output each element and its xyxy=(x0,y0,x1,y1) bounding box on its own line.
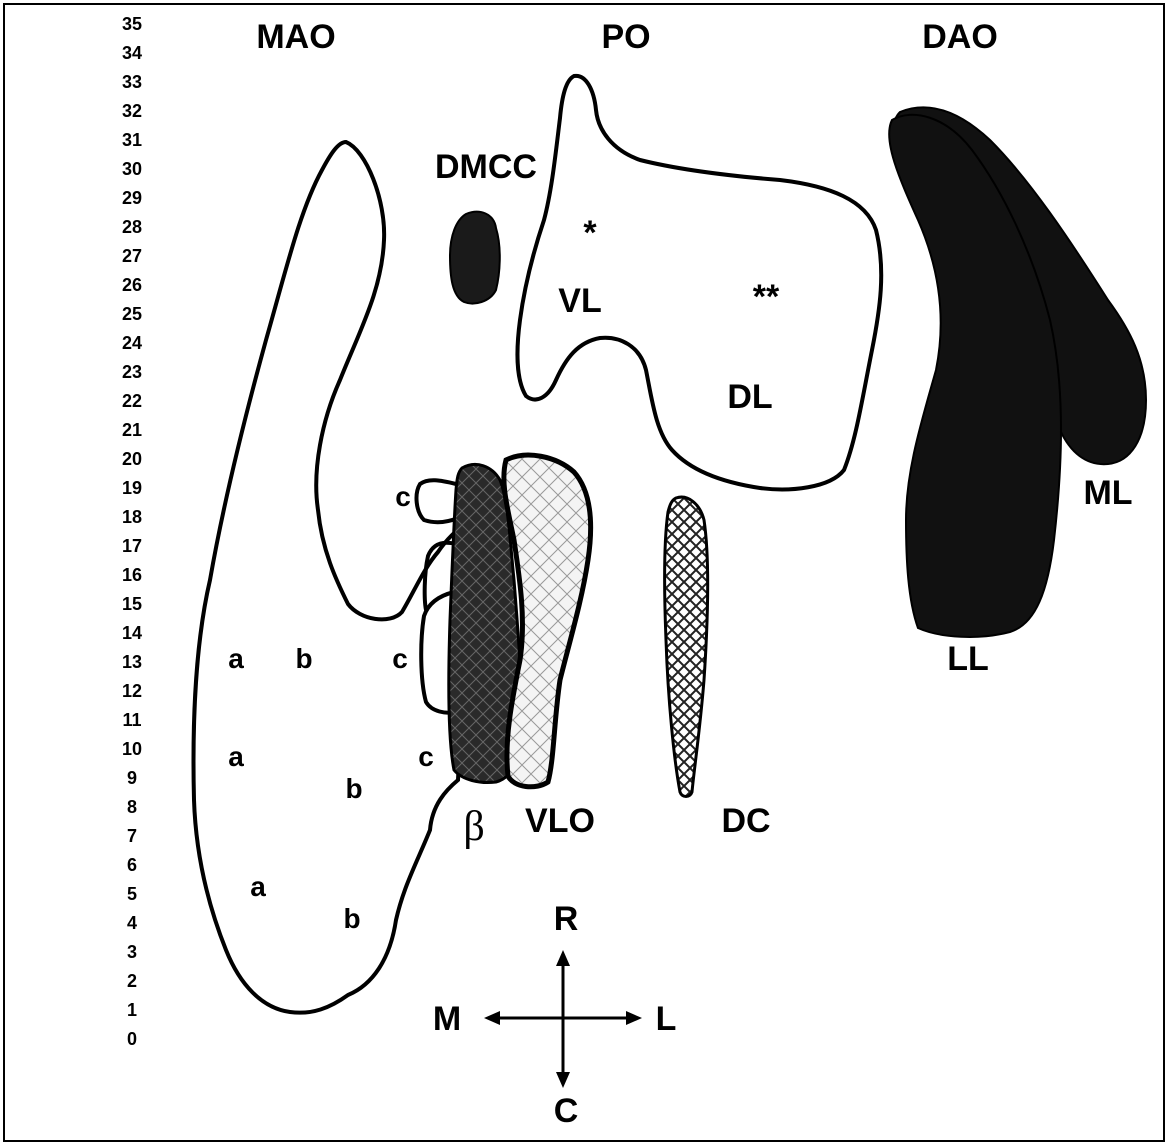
header-mao: MAO xyxy=(256,18,335,56)
scale-tick: 27 xyxy=(122,246,142,266)
scale-tick: 21 xyxy=(122,420,142,440)
sublabel-b: b xyxy=(295,643,312,674)
sublabel-a: a xyxy=(228,643,244,674)
arrow-left-icon xyxy=(484,1011,500,1025)
sublabel-c: c xyxy=(392,643,408,674)
scale-tick: 24 xyxy=(122,333,142,353)
sublabel-a: a xyxy=(228,741,244,772)
scale-tick: 31 xyxy=(122,130,142,150)
arrow-up-icon xyxy=(556,950,570,966)
scale-tick: 19 xyxy=(122,478,142,498)
scale-tick: 1 xyxy=(127,1000,137,1020)
scale-tick: 17 xyxy=(122,536,142,556)
dmcc-region xyxy=(450,212,500,304)
scale-tick: 9 xyxy=(127,768,137,788)
arrow-down-icon xyxy=(556,1072,570,1088)
sublabel-c: c xyxy=(395,481,411,512)
scale-tick: 6 xyxy=(127,855,137,875)
compass-rostral: R xyxy=(554,900,579,938)
scale-tick: 28 xyxy=(122,217,142,237)
scale-tick: 18 xyxy=(122,507,142,527)
scale-tick: 23 xyxy=(122,362,142,382)
scale-tick: 26 xyxy=(122,275,142,295)
label-star-double: ** xyxy=(753,278,780,316)
scale-tick: 8 xyxy=(127,797,137,817)
mao-c-lobe-upper xyxy=(417,480,458,522)
label-star-single: * xyxy=(583,214,597,252)
header-po: PO xyxy=(601,18,650,56)
sublabel-b: b xyxy=(343,903,360,934)
label-dl: DL xyxy=(727,378,772,416)
scale-tick: 32 xyxy=(122,101,142,121)
mao-outline xyxy=(194,142,470,1013)
label-dc: DC xyxy=(721,802,770,840)
scale-tick: 10 xyxy=(122,739,142,759)
scale-tick: 30 xyxy=(122,159,142,179)
scale-tick: 20 xyxy=(122,449,142,469)
label-dmcc: DMCC xyxy=(435,148,537,186)
compass-lateral: L xyxy=(656,1000,677,1038)
label-ll: LL xyxy=(947,640,989,678)
orientation-compass: R C M L xyxy=(433,900,677,1130)
scale-tick: 29 xyxy=(122,188,142,208)
header-dao: DAO xyxy=(922,18,998,56)
label-beta: β xyxy=(463,804,484,850)
scale-tick: 25 xyxy=(122,304,142,324)
label-vl: VL xyxy=(558,282,601,320)
arrow-right-icon xyxy=(626,1011,642,1025)
scale-tick: 16 xyxy=(122,565,142,585)
dc-region xyxy=(665,497,708,796)
scale-tick: 34 xyxy=(122,43,142,63)
scale-tick: 11 xyxy=(122,710,141,730)
scale-tick: 7 xyxy=(127,826,137,846)
label-ml: ML xyxy=(1083,474,1132,512)
vertical-scale: 35 34 33 32 31 30 29 28 27 26 25 24 23 2… xyxy=(122,14,142,1049)
scale-tick: 15 xyxy=(122,594,142,614)
scale-tick: 5 xyxy=(127,884,137,904)
label-vlo: VLO xyxy=(525,802,595,840)
scale-tick: 0 xyxy=(127,1029,137,1049)
sublabel-c: c xyxy=(418,741,434,772)
scale-tick: 22 xyxy=(122,391,142,411)
compass-caudal: C xyxy=(554,1092,579,1130)
scale-tick: 33 xyxy=(122,72,142,92)
scale-tick: 2 xyxy=(127,971,137,991)
scale-tick: 3 xyxy=(127,942,137,962)
sublabel-a: a xyxy=(250,871,266,902)
scale-tick: 35 xyxy=(122,14,142,34)
compass-medial: M xyxy=(433,1000,461,1038)
scale-tick: 4 xyxy=(127,913,137,933)
sublabel-b: b xyxy=(345,773,362,804)
scale-tick: 14 xyxy=(122,623,142,643)
scale-tick: 13 xyxy=(122,652,142,672)
scale-tick: 12 xyxy=(122,681,142,701)
